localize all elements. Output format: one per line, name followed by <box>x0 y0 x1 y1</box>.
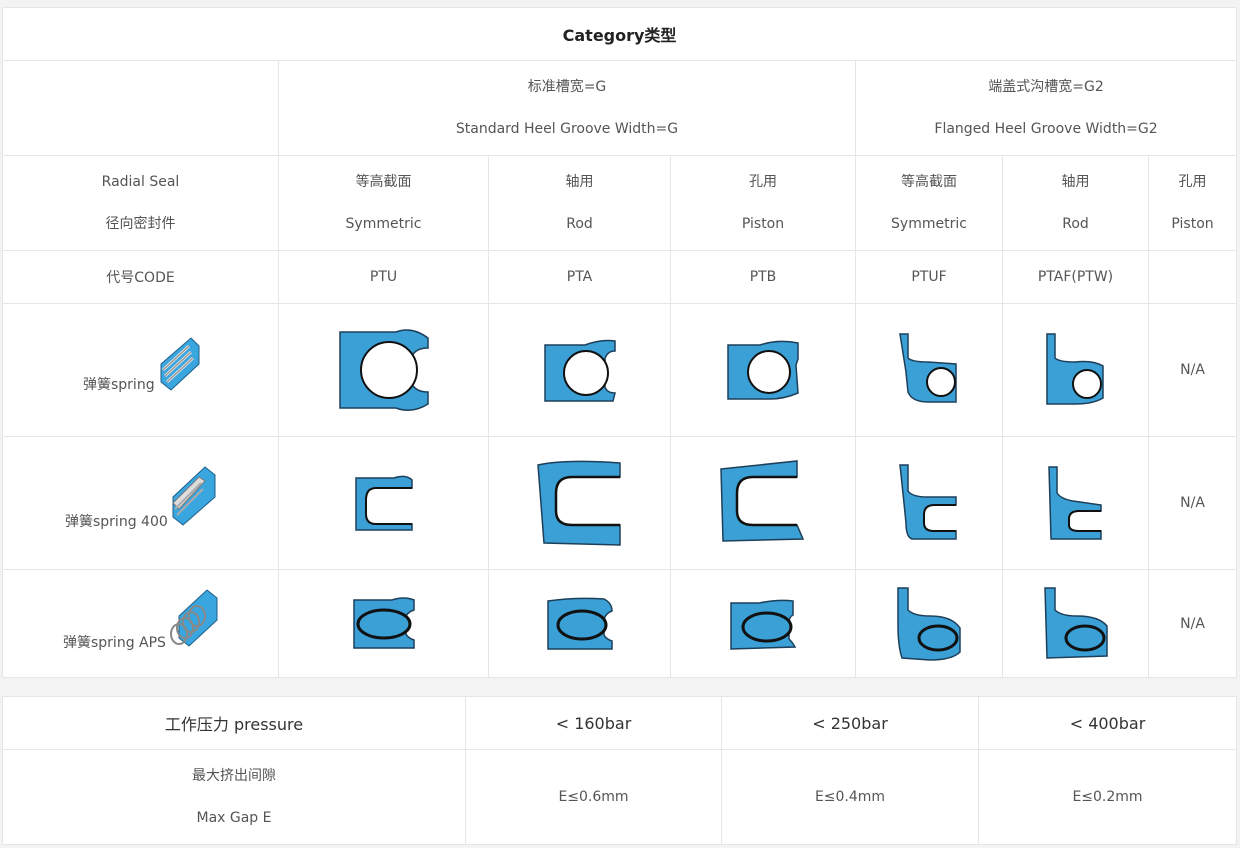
code-cell: PTU <box>278 250 489 304</box>
max-gap-label: 最大挤出间隙 Max Gap E <box>2 749 466 845</box>
seal-drawing-cell <box>488 303 671 437</box>
type-en: Piston <box>741 216 785 232</box>
cantilever-spring-icon <box>172 466 216 526</box>
code-cell: PTA <box>488 250 671 304</box>
seal-drawing-cell <box>278 569 489 678</box>
type-en: Piston <box>1171 216 1214 232</box>
ptu-400-seal-icon <box>354 475 413 531</box>
pta-aps-seal-icon <box>546 597 613 650</box>
code-cell: PTAF(PTW) <box>1002 250 1149 304</box>
group-flanged-cn: 端盖式沟槽宽=G2 <box>988 79 1104 95</box>
type-en: Symmetric <box>345 216 422 232</box>
spring-label: 弹簧spring APS <box>63 635 166 651</box>
type-en: Rod <box>566 216 593 232</box>
pta-spring-seal-icon <box>543 339 616 402</box>
seal-drawing-cell <box>1002 436 1149 570</box>
pressure-label: 工作压力 pressure <box>2 696 466 750</box>
na-cell: N/A <box>1147 569 1238 678</box>
code-cell: PTB <box>670 250 856 304</box>
seal-drawing-cell <box>1002 303 1149 437</box>
type-cn: 孔用 <box>1178 174 1207 190</box>
radial-seal-header: Radial Seal 径向密封件 <box>2 155 279 251</box>
group-standard-cn: 标准槽宽=G <box>527 79 607 95</box>
coil-spring-icon <box>170 589 218 647</box>
type-en: Symmetric <box>891 216 967 232</box>
helical-spring-icon <box>160 337 200 391</box>
type-cn: 等高截面 <box>901 174 957 190</box>
seal-drawing-cell <box>670 436 856 570</box>
ptuf-spring-seal-icon <box>899 333 957 403</box>
type-cn: 轴用 <box>1061 174 1090 190</box>
type-en: Rod <box>1062 216 1089 232</box>
type-header: 等高截面 Symmetric <box>855 155 1003 251</box>
gap-value: E≤0.2mm <box>978 749 1237 845</box>
pressure-gap-table: 工作压力 pressure < 160bar < 250bar < 400bar… <box>2 696 1237 845</box>
max-gap-en: Max Gap E <box>196 810 272 826</box>
ptaf-aps-seal-icon <box>1043 586 1108 659</box>
ptu-spring-seal-icon <box>338 329 429 411</box>
spring-type-cell: 弹簧spring 400 <box>2 436 279 570</box>
group-flanged: 端盖式沟槽宽=G2 Flanged Heel Groove Width=G2 <box>854 60 1238 156</box>
ptb-aps-seal-icon <box>730 599 797 650</box>
ptu-aps-seal-icon <box>352 596 415 649</box>
spring-label: 弹簧spring 400 <box>65 514 168 530</box>
seal-drawing-cell <box>855 303 1003 437</box>
seal-drawing-cell <box>488 569 671 678</box>
spring-type-cell: 弹簧spring <box>2 303 279 437</box>
ptuf-400-seal-icon <box>899 464 957 540</box>
type-header: 轴用 Rod <box>1002 155 1149 251</box>
seal-drawing-cell <box>1002 569 1149 678</box>
code-label: 代号CODE <box>2 250 279 304</box>
group-flanged-en: Flanged Heel Groove Width=G2 <box>934 121 1158 137</box>
table-title: Category类型 <box>1 7 1238 61</box>
spring-type-cell: 弹簧spring APS <box>2 569 279 678</box>
type-header: 轴用 Rod <box>488 155 671 251</box>
seal-drawing-cell <box>670 303 856 437</box>
ptb-400-seal-icon <box>720 460 805 542</box>
gap-value: E≤0.6mm <box>465 749 722 845</box>
pressure-value: < 250bar <box>721 696 979 750</box>
seal-drawing-cell <box>488 436 671 570</box>
max-gap-cn: 最大挤出间隙 <box>192 768 276 784</box>
type-cn: 等高截面 <box>355 174 412 190</box>
type-cn: 轴用 <box>565 174 594 190</box>
seal-drawing-cell <box>855 569 1003 678</box>
seal-drawing-cell <box>278 436 489 570</box>
type-cn: 孔用 <box>749 174 777 190</box>
group-standard: 标准槽宽=G Standard Heel Groove Width=G <box>278 60 856 156</box>
gap-value: E≤0.4mm <box>721 749 979 845</box>
seal-drawing-cell <box>278 303 489 437</box>
radial-seal-cn: 径向密封件 <box>105 216 176 232</box>
code-cell <box>1147 250 1238 304</box>
type-header: 等高截面 Symmetric <box>278 155 489 251</box>
ptaf-spring-seal-icon <box>1045 333 1104 405</box>
pta-400-seal-icon <box>536 460 621 546</box>
code-cell: PTUF <box>855 250 1003 304</box>
na-cell: N/A <box>1147 303 1238 437</box>
ptuf-aps-seal-icon <box>897 586 961 661</box>
seal-drawing-cell <box>670 569 856 678</box>
radial-seal-en: Radial Seal <box>101 174 180 190</box>
ptb-spring-seal-icon <box>727 340 799 400</box>
type-header: 孔用 Piston <box>670 155 856 251</box>
pressure-value: < 400bar <box>978 696 1237 750</box>
na-cell: N/A <box>1147 436 1238 570</box>
seal-drawing-cell <box>855 436 1003 570</box>
empty-cell <box>2 60 279 156</box>
group-standard-en: Standard Heel Groove Width=G <box>455 121 679 137</box>
ptaf-400-seal-icon <box>1047 466 1102 540</box>
type-header: 孔用 Piston <box>1147 155 1238 251</box>
spring-label: 弹簧spring <box>83 377 155 393</box>
seal-category-table: Category类型 标准槽宽=G Standard Heel Groove W… <box>1 7 1238 678</box>
pressure-value: < 160bar <box>465 696 722 750</box>
